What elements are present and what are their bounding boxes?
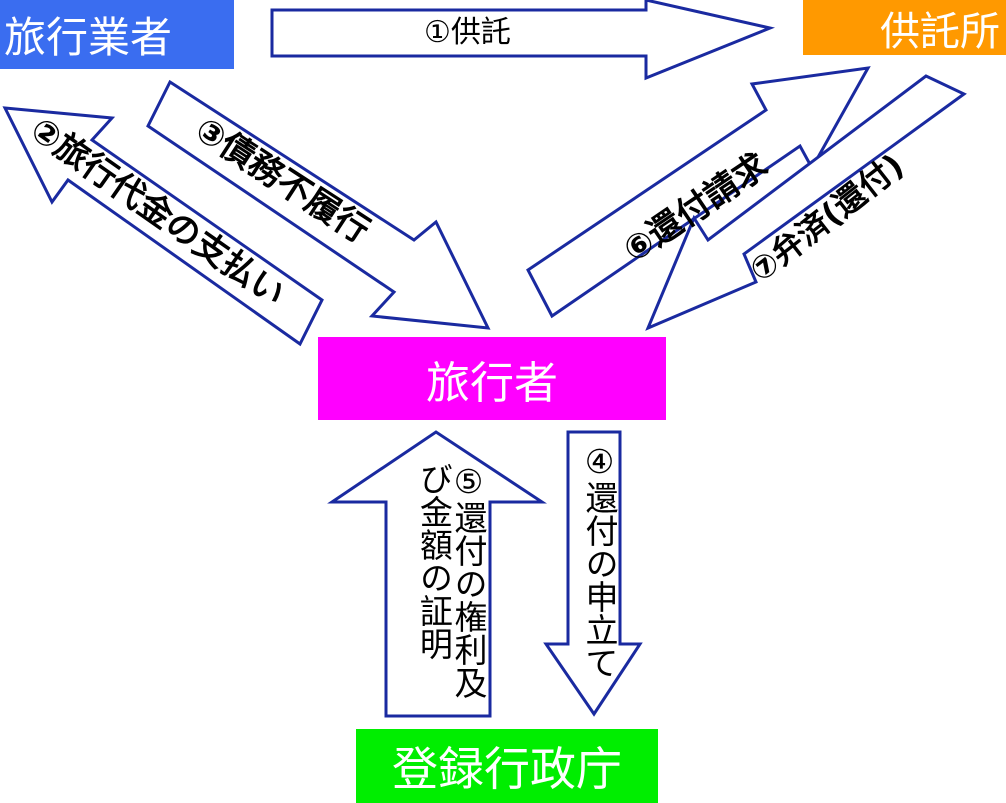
arrow-3-default [146, 79, 491, 330]
node-deposit-office: 供託所 [803, 0, 1006, 55]
node-agency-label: 旅行業者 [4, 13, 173, 62]
node-traveler-label: 旅行者 [426, 357, 558, 409]
arrow-4-application [543, 430, 643, 717]
node-agency: 旅行業者 [0, 0, 234, 69]
arrow-6-claim [526, 66, 871, 319]
arrow-7-payment [645, 74, 967, 331]
arrow-1-deposit [270, 0, 776, 81]
arrow-2-payment [2, 106, 324, 347]
node-deposit-office-label: 供託所 [880, 8, 1000, 55]
arrow-5-label: ⑤還付の権利及び金額の証明 [414, 462, 488, 699]
arrow-4-label: ④還付の申立て [580, 442, 619, 679]
node-traveler: 旅行者 [318, 337, 666, 420]
arrow-1-label: ①供託 [424, 15, 511, 50]
arrow-5-certificate [327, 430, 547, 718]
node-registration-authority-label: 登録行政庁 [392, 742, 622, 796]
node-registration-authority: 登録行政庁 [356, 729, 658, 803]
